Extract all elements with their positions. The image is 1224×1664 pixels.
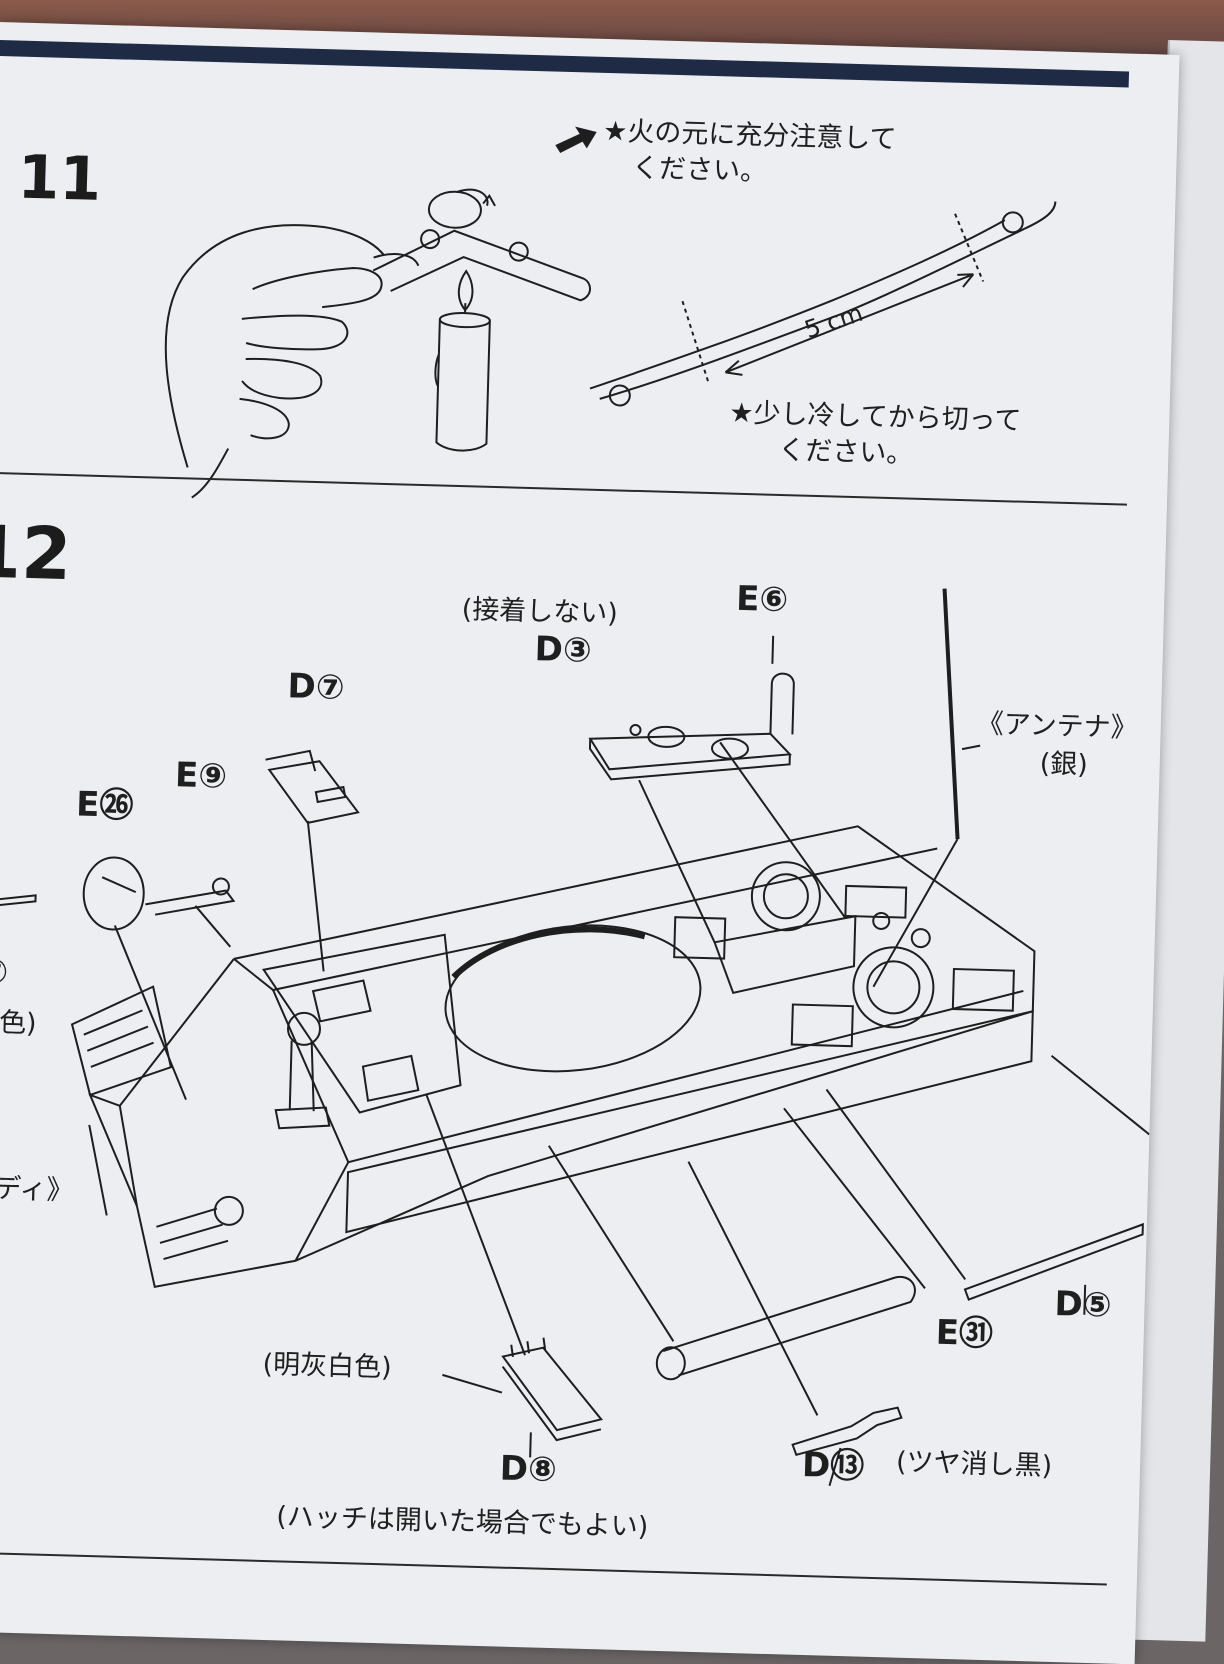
part-label-left7: ⑦ [0,951,9,993]
tube-part [656,1270,915,1386]
step-12-illustration [0,22,1180,1654]
stretched-sprue-illustration [590,189,1056,418]
small-hatch-part [264,750,360,825]
handle-part [770,673,794,734]
antenna-rod-illustration [938,589,965,839]
hand-illustration [162,222,420,504]
small-round-parts [0,854,235,933]
part-label-d7: D⑦ [287,666,346,708]
antenna-label: 《アンテナ》 [976,708,1139,745]
body-label: ボディ》 [0,1172,74,1207]
pin-part [792,1405,901,1458]
large-hatch-part [501,1337,604,1442]
engine-plate-part [589,724,790,785]
part-label-e9: E⑨ [174,755,228,797]
flat-black-label: (ツヤ消し黒) [895,1446,1053,1482]
rod-part [965,1219,1143,1304]
part-label-d13: D⑬ [801,1444,865,1487]
silver-label: (銀) [1039,748,1089,781]
instruction-page: 11 [0,22,1180,1664]
part-label-e6: E⑥ [735,578,789,621]
candle-icon [433,270,491,451]
part-label-e26: E㉖ [75,784,134,827]
step-11-illustration [0,22,1180,1654]
iron-color-label: 鉄色) [0,1006,38,1040]
no-glue-note: (接着しない) [461,594,619,630]
part-label-d8: D⑧ [499,1448,558,1491]
part-label-d3: D③ [534,629,593,671]
sprue-illustration [373,187,593,301]
part-label-e31: E㉛ [935,1312,994,1355]
tank-hull-illustration [65,804,1038,1311]
light-gray-white-label: (明灰白色) [262,1348,393,1384]
part-label-d5: D⑤ [1054,1283,1113,1326]
